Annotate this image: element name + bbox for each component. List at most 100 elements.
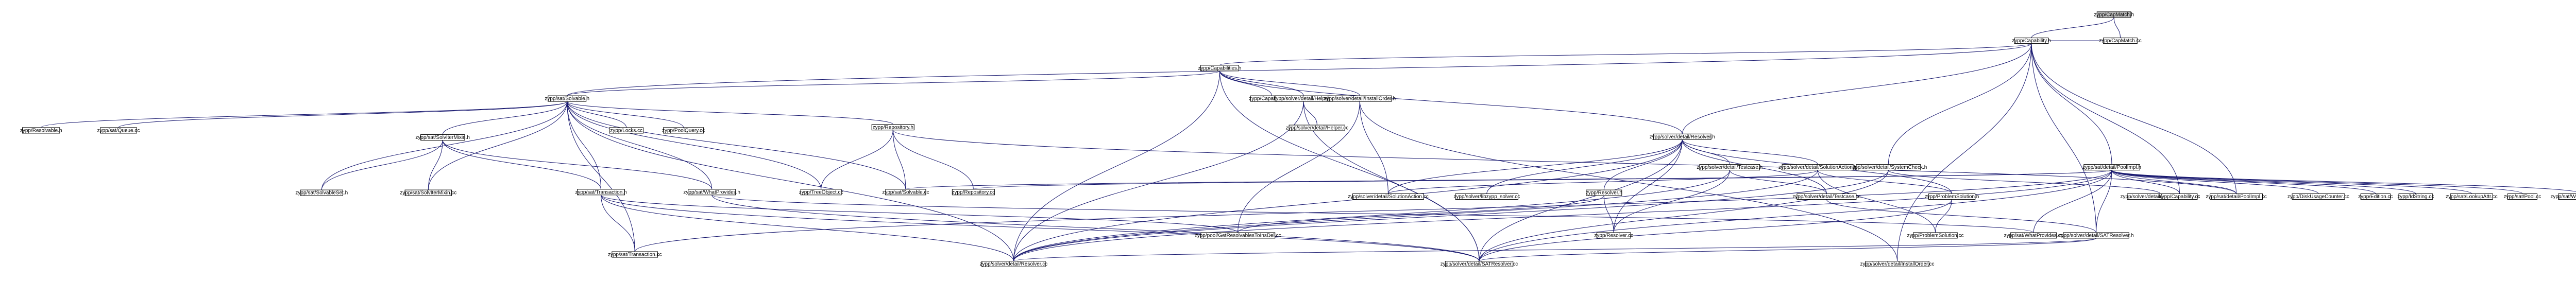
node-repository_h[interactable]: zypp/Repository.h: [871, 124, 914, 131]
node-testcase_cc[interactable]: zypp/solver/detail/Testcase.cc: [1792, 194, 1861, 200]
node-label: zypp/Capabilities.cc: [1249, 96, 1294, 102]
node-label: zypp/Repository.cc: [952, 189, 995, 195]
node-problemsolution_h[interactable]: zypp/ProblemSolution.h: [1925, 194, 1979, 200]
node-box: [1928, 194, 1976, 200]
dependency-edge-solvable_h-to-whatprovides_h: [565, 97, 713, 189]
dependency-edge-capmatch_h-to-capmatch_cc: [2111, 13, 2121, 38]
node-whatprovides_cc[interactable]: zypp/sat/WhatProvides.cc: [2004, 232, 2063, 239]
node-solvable_h[interactable]: zypp/sat/Solvable.h: [545, 95, 589, 102]
node-capability_cc[interactable]: zypp/Capability.cc: [2159, 194, 2200, 200]
node-satresolver_cc[interactable]: zypp/solver/detail/SATResolver.cc: [1440, 261, 1518, 268]
node-solvable_cc[interactable]: zypp/sat/Solvable.cc: [882, 189, 929, 196]
node-box: [1586, 189, 1622, 196]
node-queue_cc[interactable]: zypp/sat/Queue.cc: [97, 127, 140, 134]
node-label: zypp/solver/detail/SystemCheck.cc: [2120, 194, 2200, 200]
node-getresolvables_cc[interactable]: zypp/pool/GetResolvablesToInsDel.cc: [1195, 232, 1281, 239]
dependency-edge-testcase_h-to-resolver_detail_cc: [1013, 166, 1732, 261]
node-label: zypp/DiskUsageCounter.cc: [2287, 194, 2349, 200]
graph-nodes: zypp/CapMatch.h zypp/Capability.h zypp/Cap…: [20, 11, 2576, 268]
node-systemcheck_h[interactable]: zypp/solver/detail/SystemCheck.h: [1850, 164, 1927, 171]
node-capmatch_cc[interactable]: zypp/CapMatch.cc: [2099, 38, 2142, 44]
node-label: zypp/sat/LookupAttr.cc: [2446, 194, 2498, 200]
dependency-edge-solutionaction_h-to-resolver_detail_cc: [1013, 166, 1820, 261]
node-poolimpl_cc[interactable]: zypp/sat/detail/PoolImpl.cc: [2206, 194, 2267, 200]
dependency-edge-repository_h-to-poolimpl_cc: [890, 126, 2237, 194]
node-resolver_detail_cc[interactable]: zypp/solver/detail/Resolver.cc: [980, 261, 1048, 268]
node-problemsolution_cc[interactable]: zypp/ProblemSolution.cc: [1907, 232, 1964, 239]
dependency-edge-satresolver_h-to-satresolver_cc: [1479, 234, 2099, 261]
dependency-edge-capability_h-to-satresolver_h: [2029, 39, 2097, 233]
node-resolver_h[interactable]: zypp/Resolver.h: [1586, 189, 1622, 196]
node-capability_h[interactable]: zypp/Capability.h: [2012, 38, 2051, 44]
node-label: zypp/solver/detail/Helper.cc: [1286, 126, 1349, 131]
node-solutionaction_h[interactable]: zypp/solver/detail/SolutionAction.h: [1778, 164, 1857, 171]
dependency-edge-resolver_detail_h-to-satresolver_cc: [1479, 135, 1685, 261]
dependency-edge-whatprovides_h-to-satresolver_cc: [709, 190, 1480, 261]
node-label: zypp/ProblemSolution.h: [1925, 194, 1979, 200]
dependency-edge-testcase_h-to-testcase_cc: [1727, 166, 1827, 194]
dependency-edge-capability_h-to-systemcheck_h: [1888, 39, 2034, 165]
dependency-edge-solvitermixin_h-to-solvableset_h: [321, 136, 445, 190]
node-box: [1289, 125, 1346, 131]
dependency-edge-solvable_h-to-locks_cc: [565, 97, 627, 128]
dependency-edge-solvable_h-to-solvableset_h: [321, 97, 570, 190]
node-capmatch_h[interactable]: zypp/CapMatch.h: [2094, 11, 2134, 18]
node-repository_cc[interactable]: zypp/Repository.cc: [952, 189, 995, 196]
node-box: [2507, 194, 2538, 200]
node-label: zypp/sat/WhatProvides.cc: [2004, 233, 2063, 239]
node-label: zypp/sat/SolvIterMixin.cc: [400, 190, 456, 196]
dependency-edge-capability_h-to-capability_cc: [2029, 39, 2180, 194]
node-locks_cc[interactable]: zypp/Locks.cc: [609, 127, 644, 134]
dependency-edge-solvable_h-to-queue_cc: [118, 97, 570, 128]
node-solutionaction_cc[interactable]: zypp/solver/detail/SolutionAction.cc: [1348, 194, 1429, 200]
node-box: [2558, 194, 2576, 200]
node-libzypp_solver_cc[interactable]: zypp/solver/libzypp_solver.cc: [1453, 194, 1520, 200]
node-idstring_cc[interactable]: zypp/IdString.cc: [2397, 194, 2434, 200]
node-testcase_h[interactable]: zypp/solver/detail/Testcase.h: [1697, 164, 1762, 171]
node-installorder_cc[interactable]: zypp/solver/detail/InstallOrder.cc: [1860, 261, 1935, 268]
node-satresolver_h[interactable]: zypp/solver/detail/SATResolver.h: [2059, 232, 2134, 239]
node-box: [2063, 232, 2129, 239]
node-capabilities_h[interactable]: zypp/Capabilities.h: [1198, 65, 1241, 72]
node-resolvable_h[interactable]: zypp/Resolvable.h: [20, 127, 62, 134]
node-lookupattr_cc[interactable]: zypp/sat/LookupAttr.cc: [2446, 194, 2498, 200]
node-label: zypp/Edition.cc: [2358, 194, 2393, 200]
node-poolquery_cc[interactable]: zypp/PoolQuery.cc: [662, 127, 705, 134]
node-transaction_cc[interactable]: zypp/sat/Transaction.cc: [608, 251, 662, 258]
dependency-edge-systemcheck_h-to-systemcheck_cc: [1886, 166, 2161, 194]
dependency-edge-poolimpl_h-to-satresolver_cc: [1479, 166, 2114, 261]
dependency-edge-solvitermixin_h-to-whatprovides_h: [440, 136, 713, 189]
node-box: [2083, 164, 2140, 171]
node-solvableset_h[interactable]: zypp/sat/SolvableSet.h: [295, 189, 348, 196]
node-whatobsoletes_cc[interactable]: zypp/sat/WhatObsoletes.cc: [2550, 194, 2576, 200]
node-box: [2360, 194, 2391, 200]
node-box: [981, 261, 1046, 267]
dependency-edge-solutionaction_h-to-problemsolution_h: [1815, 166, 1952, 194]
node-pool_cc[interactable]: zypp/sat/Pool.cc: [2503, 194, 2541, 200]
dependency-edge-solutionaction_h-to-solutionaction_cc: [1387, 166, 1820, 194]
node-label: zypp/sat/SolvableSet.h: [295, 190, 348, 196]
node-helper_cc[interactable]: zypp/solver/detail/Helper.cc: [1286, 125, 1349, 131]
dependency-edge-repository_h-to-solvable_cc: [890, 126, 906, 189]
dependency-edge-poolimpl_h-to-pool_cc: [2109, 166, 2523, 194]
node-transaction_h[interactable]: zypp/sat/Transaction.h: [575, 189, 627, 196]
node-poolimpl_h[interactable]: zypp/sat/detail/PoolImpl.h: [2082, 164, 2141, 171]
node-box: [1653, 133, 1711, 140]
node-disklinkagecounter_cc[interactable]: zypp/DiskUsageCounter.cc: [2287, 194, 2349, 200]
node-treeobject_cc[interactable]: zypp/TreeObject.cc: [799, 189, 843, 196]
dependency-edge-poolimpl_h-to-whatobsoletes_cc: [2109, 166, 2576, 192]
dependency-edge-whatprovides_h-to-whatprovides_cc: [709, 190, 2034, 233]
node-solvitermixin_h[interactable]: zypp/sat/SolvIterMixin.h: [415, 134, 470, 141]
node-resolver_cc[interactable]: zypp/Resolver.cc: [1594, 232, 1633, 239]
dependency-edge-capabilities_h-to-resolver_detail_h: [1217, 66, 1683, 134]
dependency-edge-repository_h-to-repository_cc: [890, 126, 974, 189]
node-installorder_h[interactable]: zypp/solver/detail/InstallOrder.h: [1324, 95, 1396, 102]
node-whatprovides_h[interactable]: zypp/sat/WhatProvides.h: [683, 189, 740, 196]
dependency-edge-systemcheck_h-to-satresolver_cc: [1479, 166, 1891, 261]
node-resolver_detail_h[interactable]: zypp/solver/detail/Resolver.h: [1650, 133, 1715, 140]
node-edition_cc[interactable]: zypp/Edition.cc: [2358, 194, 2393, 200]
node-label: zypp/Capability.h: [2012, 38, 2050, 44]
dependency-edge-solvable_h-to-treeobject_cc: [565, 97, 822, 189]
node-solvitermixin_cc[interactable]: zypp/sat/SolvIterMixin.cc: [400, 189, 456, 196]
